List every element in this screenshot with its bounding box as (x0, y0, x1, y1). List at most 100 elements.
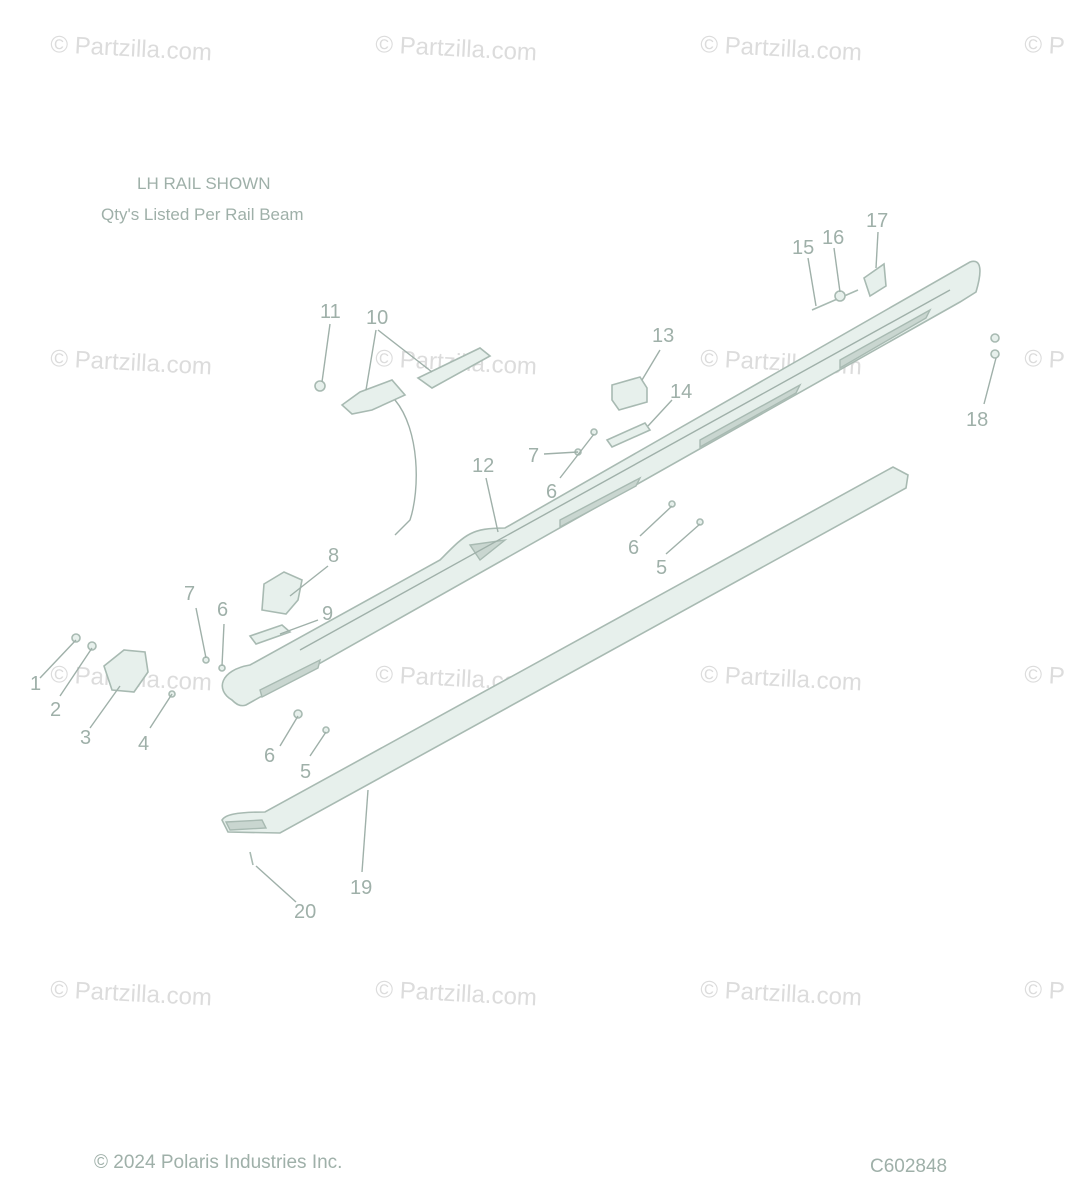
callout-number: 9 (322, 603, 333, 625)
clip (990, 333, 1000, 343)
leader-line (807, 257, 817, 307)
washer (87, 641, 97, 651)
clip (990, 349, 1000, 359)
callout-number: 6 (217, 599, 228, 621)
leader-line (639, 505, 673, 537)
callout-number: 19 (350, 877, 372, 899)
watermark: © Partzilla.com (375, 976, 538, 1011)
adjuster-bolt (811, 289, 859, 311)
rail-beam-slot (259, 658, 322, 699)
nut (71, 633, 81, 643)
leader-line (665, 523, 701, 555)
watermark: © P (1024, 976, 1066, 1005)
callout-number: 8 (328, 545, 339, 567)
callout-number: 13 (652, 325, 674, 347)
slide-body (221, 466, 909, 834)
leader-line (875, 231, 879, 269)
adjuster-nut (834, 290, 846, 302)
spring-assembly (340, 379, 407, 415)
leader-line (559, 433, 595, 479)
leader-line (365, 329, 377, 391)
watermark: © Partzilla.com (700, 31, 863, 66)
callout-number: 15 (792, 237, 814, 259)
bumper-block (611, 376, 648, 411)
rail-beam-cutout (559, 476, 642, 529)
slide-tip (224, 819, 268, 831)
leader-line (983, 357, 997, 405)
leader-line (543, 451, 579, 455)
leader-line (279, 619, 319, 635)
callout-number: 10 (366, 307, 388, 329)
callout-number: 16 (822, 227, 844, 249)
watermark: © Partzilla.com (50, 31, 213, 66)
watermark: © Partzilla.com (700, 976, 863, 1011)
front-pad (248, 624, 292, 645)
callout-number: 17 (866, 210, 888, 232)
front-block (261, 571, 303, 615)
leader-line (89, 685, 121, 729)
slide-rail (221, 466, 909, 834)
cover-plate (416, 347, 492, 389)
bolt (314, 380, 326, 392)
watermark: © P (1024, 31, 1066, 60)
watermark: © P (1024, 345, 1066, 374)
callout-number: 7 (184, 583, 195, 605)
callout-number: 7 (528, 445, 539, 467)
watermark: © Partzilla.com (375, 31, 538, 66)
leader-line (309, 731, 327, 757)
rail-beam-cutout (839, 308, 932, 370)
leader-line (321, 323, 331, 383)
callout-number: 11 (320, 301, 341, 323)
watermark: © Partzilla.com (50, 976, 213, 1011)
watermark: © Partzilla.com (700, 661, 863, 696)
leader-line (279, 715, 299, 747)
small-parts (71, 262, 1000, 866)
callout-number: 18 (966, 409, 988, 431)
callout-number: 3 (80, 727, 91, 749)
leader-line (255, 865, 297, 903)
callout-number: 6 (546, 481, 557, 503)
limiter-cable (394, 399, 417, 536)
copyright-notice: © 2024 Polaris Industries Inc. (94, 1152, 343, 1173)
leader-line (149, 693, 173, 729)
end-cap (103, 649, 149, 693)
callout-number: 4 (138, 733, 149, 755)
leader-line (59, 647, 93, 697)
washer (293, 709, 303, 719)
washer (668, 500, 676, 508)
leader-line (195, 607, 207, 659)
leader-line (221, 623, 225, 667)
leader-lines (39, 231, 997, 903)
callout-number: 6 (264, 745, 275, 767)
callout-number: 6 (628, 537, 639, 559)
callout-number: 12 (472, 455, 494, 477)
leader-line (833, 247, 841, 293)
watermark: © Partzilla.com (50, 345, 213, 380)
rail-side-note: LH RAIL SHOWN (137, 174, 271, 193)
watermark: © P (1024, 661, 1066, 690)
bolt (696, 518, 704, 526)
leader-line (39, 639, 77, 679)
wear-pad (605, 422, 652, 448)
callout-number: 1 (30, 673, 41, 695)
rail-beam-cutout (699, 383, 802, 449)
leader-line (485, 477, 499, 533)
leader-line (641, 349, 661, 381)
rail-beam (221, 260, 981, 707)
callout-number: 2 (50, 699, 61, 721)
callout-numbers: 1 2 3 4 7 6 6 5 8 9 11 10 12 7 6 6 5 13 … (30, 210, 988, 923)
callout-number: 20 (294, 901, 316, 923)
rivet (249, 851, 254, 866)
leader-line (647, 399, 673, 427)
callout-number: 14 (670, 381, 692, 403)
callout-number: 5 (300, 761, 311, 783)
leader-line (289, 565, 329, 597)
rail-beam-edge (299, 289, 951, 651)
callout-number: 5 (656, 557, 667, 579)
drawing-id: C602848 (870, 1156, 948, 1177)
leader-line (377, 329, 433, 373)
leader-line (361, 789, 369, 873)
quantity-note: Qty's Listed Per Rail Beam (101, 205, 304, 224)
